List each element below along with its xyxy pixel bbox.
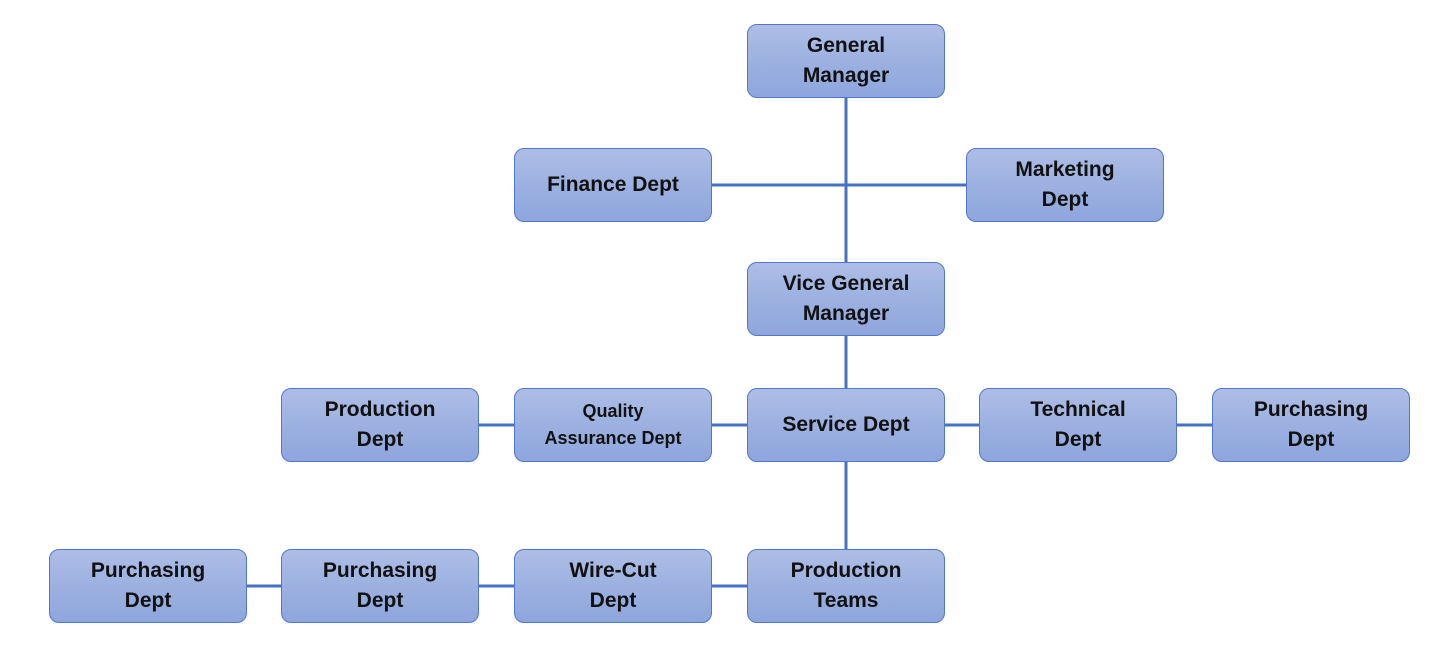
node-label: Marketing Dept (1015, 158, 1115, 211)
node-label: Purchasing Dept (322, 559, 438, 612)
node-label: Purchasing Dept (90, 559, 206, 612)
node-purchasing-dept-right[interactable]: Purchasing Dept (1212, 388, 1410, 462)
node-technical-dept[interactable]: Technical Dept (979, 388, 1177, 462)
node-label: Finance Dept (547, 173, 679, 196)
node-label: Quality Assurance Dept (544, 401, 682, 448)
node-label: Technical Dept (1030, 398, 1126, 451)
node-label: Purchasing Dept (1253, 398, 1369, 451)
node-general-manager[interactable]: General Manager (747, 24, 945, 98)
node-label: Vice General Manager (782, 272, 910, 325)
node-wire-cut-dept[interactable]: Wire-Cut Dept (514, 549, 712, 623)
node-label: General Manager (802, 34, 890, 87)
node-label: Wire-Cut Dept (569, 559, 657, 612)
node-label: Production Dept (324, 398, 436, 451)
node-production-teams[interactable]: Production Teams (747, 549, 945, 623)
node-purchasing-dept-far-left[interactable]: Purchasing Dept (49, 549, 247, 623)
node-service-dept[interactable]: Service Dept (747, 388, 945, 462)
node-quality-assurance-dept[interactable]: Quality Assurance Dept (514, 388, 712, 462)
node-finance-dept[interactable]: Finance Dept (514, 148, 712, 222)
node-purchasing-dept-left[interactable]: Purchasing Dept (281, 549, 479, 623)
node-label: Service Dept (782, 413, 910, 436)
node-marketing-dept[interactable]: Marketing Dept (966, 148, 1164, 222)
node-label: Production Teams (790, 559, 902, 612)
node-vice-general-manager[interactable]: Vice General Manager (747, 262, 945, 336)
node-production-dept[interactable]: Production Dept (281, 388, 479, 462)
